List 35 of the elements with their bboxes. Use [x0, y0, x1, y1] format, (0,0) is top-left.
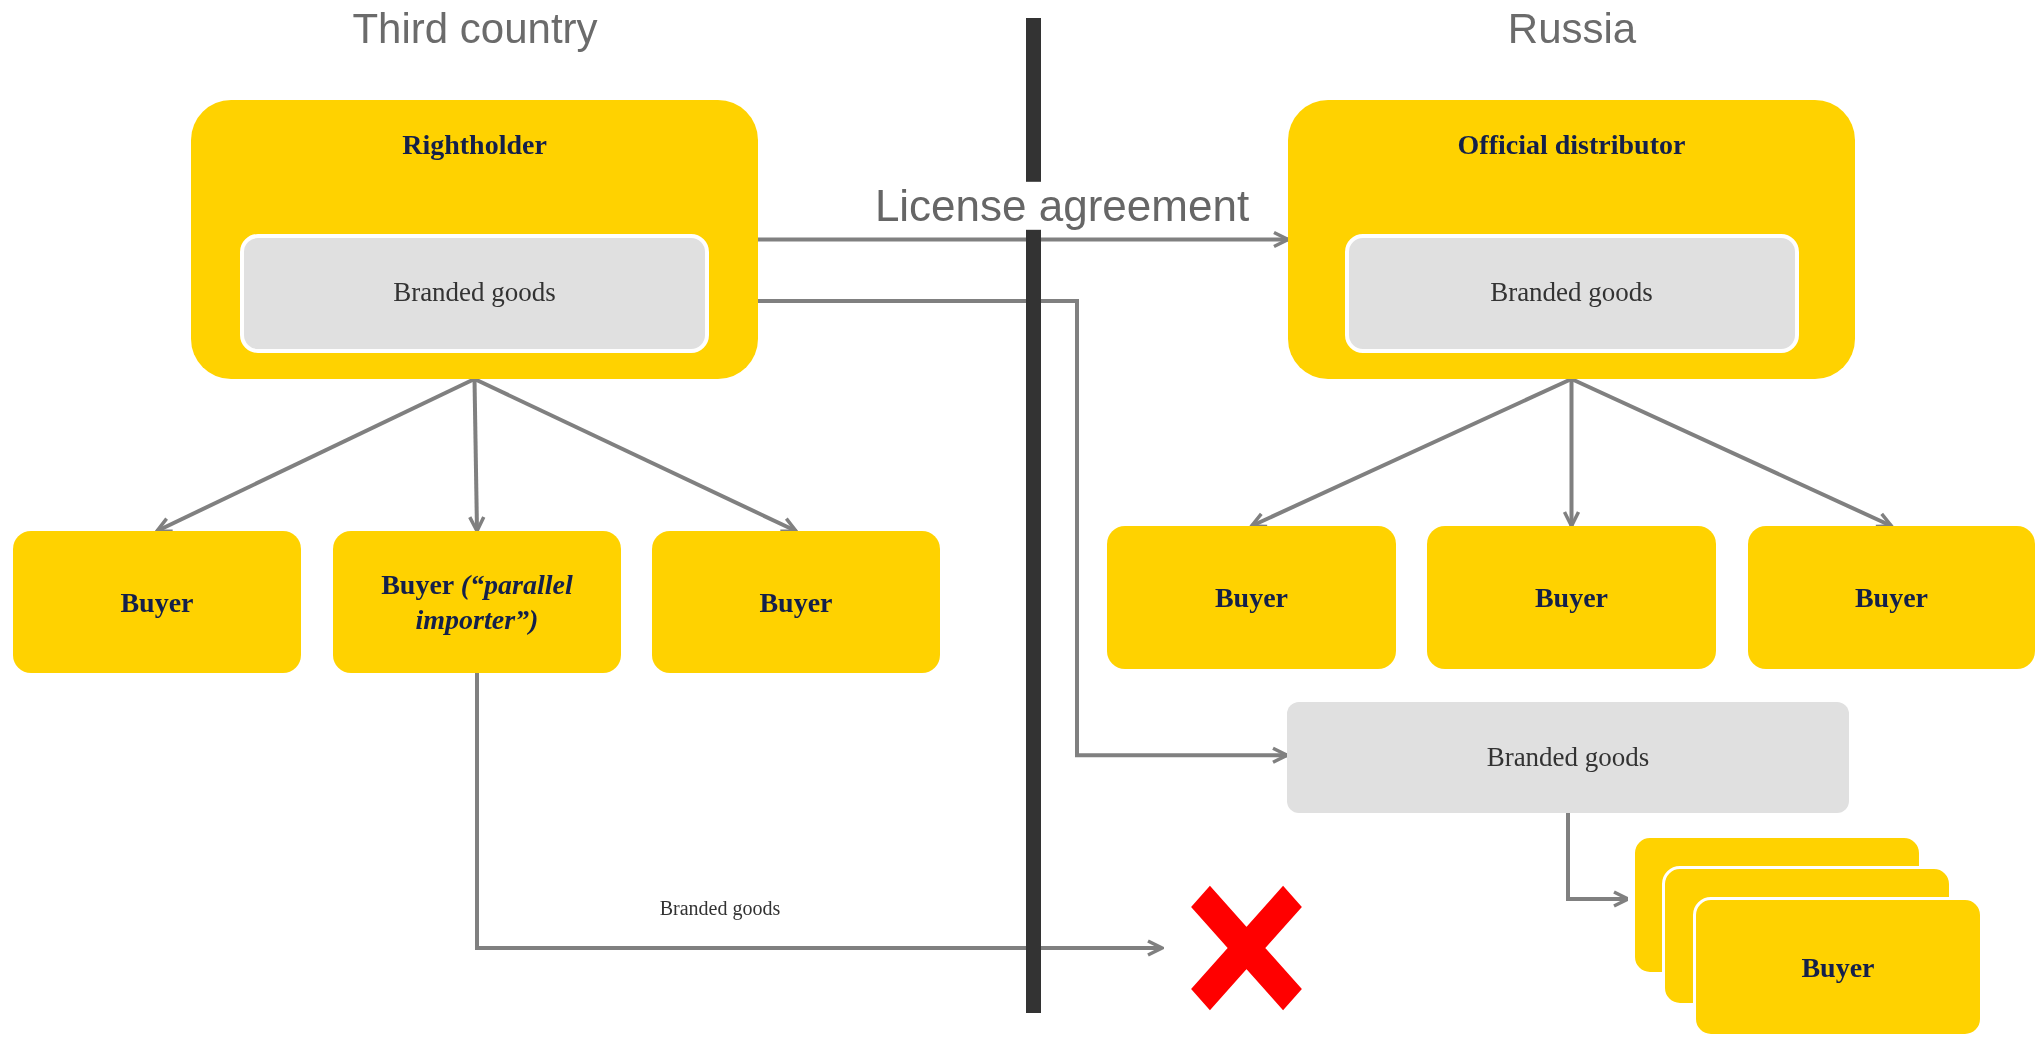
- goods-box: [240, 233, 709, 353]
- box-label: Buyer: [1854, 581, 1929, 615]
- arrow: [1570, 377, 1894, 529]
- goods-box: [1344, 233, 1799, 353]
- buyer-box: [1427, 526, 1716, 669]
- box-label: Branded goods: [1486, 740, 1650, 774]
- box-label: Buyer: [759, 585, 833, 620]
- arrow: [155, 377, 476, 533]
- arrow: [468, 378, 486, 533]
- box-label: Buyer: [1801, 950, 1875, 985]
- column-heading: Russia: [1507, 5, 1637, 53]
- box-label: Official distributor: [1457, 127, 1686, 162]
- arrow: [1249, 377, 1573, 529]
- box-label: Buyer: [1534, 581, 1609, 615]
- arrow: [758, 298, 1289, 765]
- arrow: [758, 230, 1290, 249]
- box-label: Branded goods: [1490, 276, 1653, 310]
- box-label: Buyer: [120, 585, 194, 620]
- buyer-box: [1107, 526, 1396, 669]
- buyer-box: [333, 531, 621, 673]
- organization-box: [1288, 100, 1855, 379]
- arrow: [475, 673, 1164, 957]
- column-heading: Third country: [352, 5, 598, 53]
- box-label: Buyer: [1214, 581, 1289, 615]
- buyer-box: [13, 531, 301, 673]
- box-label: Branded goods: [393, 276, 556, 310]
- arrow: [1566, 813, 1630, 908]
- arrow: [473, 377, 798, 534]
- box-label: Rightholder: [402, 127, 547, 162]
- buyer-box: [652, 531, 940, 673]
- goods-box: [1287, 702, 1849, 813]
- buyer-box: [1748, 526, 2035, 669]
- box-label: Buyer (“parallel importer”): [380, 568, 574, 637]
- organization-box: [191, 100, 758, 379]
- arrow: [1562, 379, 1581, 528]
